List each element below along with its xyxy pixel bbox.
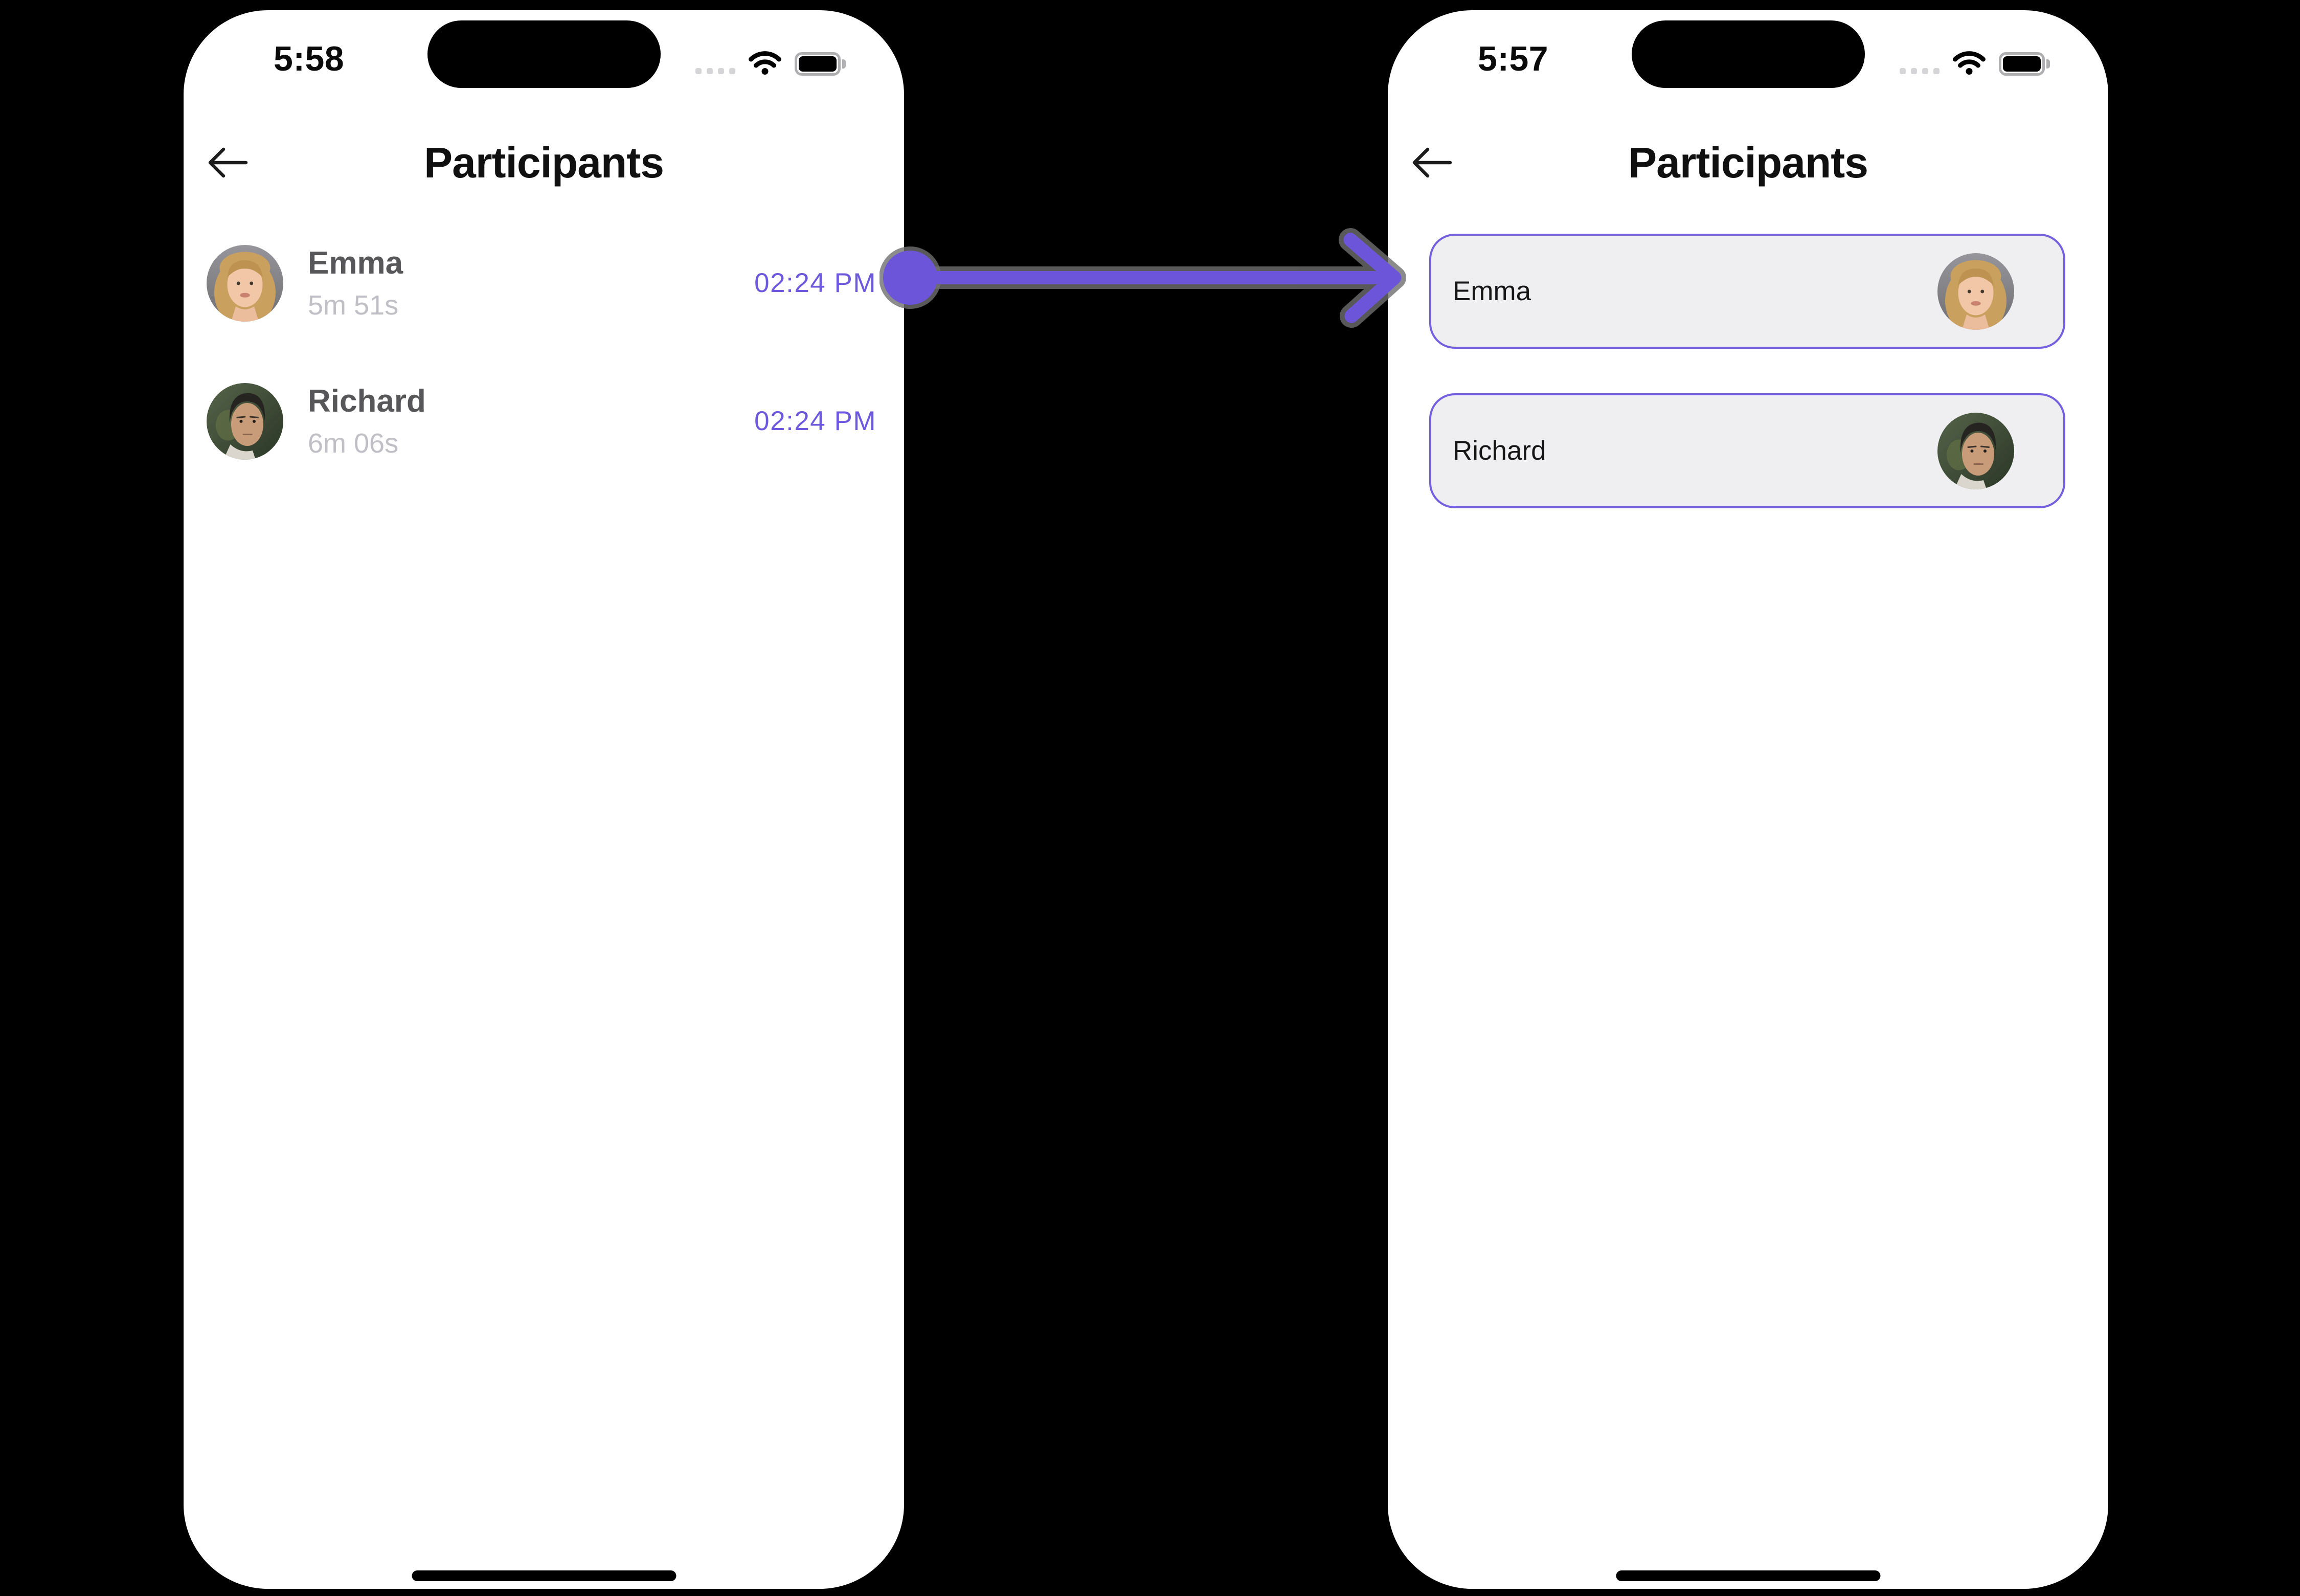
dynamic-island — [1631, 20, 1865, 88]
wifi-icon — [1953, 51, 1986, 75]
home-indicator — [412, 1570, 676, 1581]
avatar-richard — [1937, 412, 2014, 489]
participant-card-emma[interactable]: Emma — [1429, 234, 2065, 349]
battery-icon — [1999, 52, 2050, 76]
participant-join-time: 02:24 PM — [754, 268, 876, 298]
cellular-dots-icon — [1900, 68, 1940, 74]
participant-duration: 5m 51s — [308, 290, 399, 321]
phone-before: 5:58 Participants — [184, 10, 904, 1589]
participant-card-richard[interactable]: Richard — [1429, 393, 2065, 508]
dynamic-island — [427, 20, 661, 88]
participant-row-richard[interactable]: Richard 6m 06s 02:24 PM — [207, 383, 876, 460]
participant-info: Richard 6m 06s — [308, 384, 426, 459]
status-time: 5:58 — [274, 39, 345, 78]
participant-row-emma[interactable]: Emma 5m 51s 02:24 PM — [207, 245, 876, 322]
annotation-arrow-icon — [880, 228, 1406, 328]
page-title: Participants — [1628, 139, 1868, 187]
back-button[interactable] — [207, 143, 253, 182]
avatar-emma — [207, 245, 283, 322]
page-title: Participants — [424, 139, 664, 187]
participant-name: Richard — [1453, 436, 1546, 466]
home-indicator — [1616, 1570, 1880, 1581]
status-icons — [1900, 42, 2050, 76]
participant-join-time: 02:24 PM — [754, 406, 876, 436]
back-arrow-icon — [1412, 147, 1452, 178]
participant-duration: 6m 06s — [308, 428, 399, 459]
phone-after: 5:57 Participants Emma — [1388, 10, 2108, 1589]
cellular-dots-icon — [695, 68, 735, 74]
battery-icon — [795, 52, 846, 76]
avatar-richard — [207, 383, 283, 460]
participant-name: Richard — [308, 384, 426, 419]
status-time: 5:57 — [1478, 39, 1549, 78]
participant-info: Emma 5m 51s — [308, 245, 403, 321]
avatar-emma — [1937, 253, 2014, 330]
status-icons — [695, 42, 846, 76]
back-arrow-icon — [208, 147, 248, 178]
participant-name: Emma — [1453, 276, 1531, 306]
back-button[interactable] — [1411, 143, 1457, 182]
wifi-icon — [749, 51, 781, 75]
participant-name: Emma — [308, 245, 403, 281]
